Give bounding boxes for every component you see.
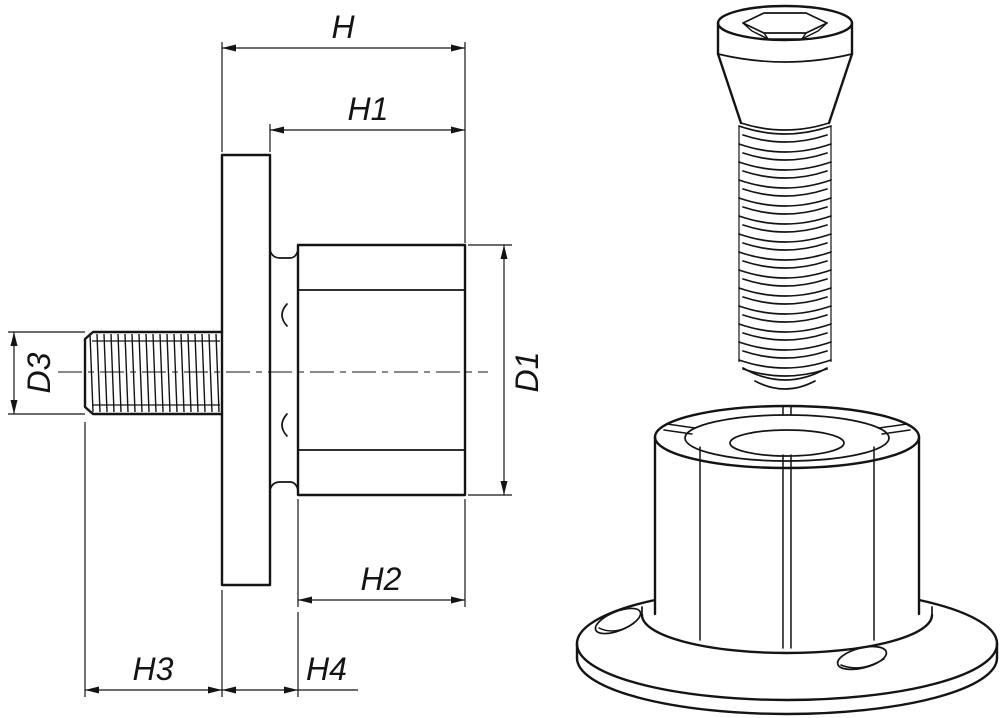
- dim-label-h: H: [331, 9, 355, 45]
- collet-slits: [663, 405, 911, 649]
- dim-label-d3: D3: [21, 352, 57, 393]
- thread-turn: [738, 269, 832, 287]
- thread-turn: [738, 233, 832, 251]
- dim-label-h4: H4: [306, 651, 347, 687]
- mounting-slot-right-depth: [840, 658, 885, 669]
- undercut-notch-lower: [281, 413, 288, 437]
- body-outline: [296, 243, 467, 497]
- dim-label-d1: D1: [509, 352, 545, 393]
- cone-edge-right: [827, 52, 854, 125]
- dim-label-h1: H1: [348, 91, 389, 127]
- thread-turn: [738, 125, 832, 143]
- orthographic-view: H H1 D1 D3 H2: [8, 9, 545, 697]
- flange-top-arc-left: [575, 598, 657, 646]
- head-cone-arc: [717, 53, 853, 63]
- dim-label-h3: H3: [133, 651, 174, 687]
- slit-right-back: [878, 423, 911, 435]
- mounting-slot-right: [836, 645, 888, 671]
- flange-bottom-arc: [575, 656, 999, 716]
- stud-outline: [83, 330, 224, 416]
- neck-groove-top: [269, 249, 299, 259]
- threaded-stud: [83, 330, 224, 416]
- slit-back: [782, 405, 792, 416]
- dim-d1: D1: [468, 244, 545, 496]
- dim-h4: H4: [222, 612, 358, 697]
- mounting-slot-left-depth: [598, 622, 635, 632]
- isometric-view: [575, 4, 999, 716]
- thread-turns: [738, 125, 832, 390]
- thread-turn: [738, 161, 832, 179]
- hex-socket: [742, 12, 828, 34]
- flange-top-arc-right: [917, 598, 999, 646]
- flange-plate: [220, 153, 272, 587]
- thread-turn: [738, 179, 832, 197]
- thread-turn: [738, 251, 832, 269]
- flange-front-arc: [575, 642, 999, 702]
- thread-start-arc: [740, 122, 830, 131]
- dim-h2: H2: [297, 499, 466, 607]
- dim-h3: H3: [84, 422, 223, 697]
- screw: [716, 4, 854, 390]
- thread-turn: [738, 215, 832, 233]
- thread-turn: [738, 341, 832, 359]
- collet-bore-hole: [729, 429, 845, 457]
- collet-top-rim: [684, 414, 890, 462]
- body-cylinder: [269, 243, 467, 497]
- cone-edge-left: [716, 52, 743, 125]
- neck-groove-bottom: [269, 481, 299, 491]
- slit-front: [782, 454, 792, 649]
- dim-h: H: [221, 9, 466, 243]
- thread-turn: [738, 197, 832, 215]
- flange-base: [575, 598, 999, 716]
- dim-label-h2: H2: [361, 561, 402, 597]
- thread-turn: [738, 323, 832, 341]
- boss-front-arc: [640, 613, 934, 655]
- hex-socket-depth: [742, 22, 828, 40]
- undercut-notch-upper: [281, 303, 288, 327]
- screw-tip-cap: [754, 380, 816, 390]
- dim-h1: H1: [269, 91, 465, 152]
- thread-turn: [738, 287, 832, 305]
- thread-turn: [738, 143, 832, 161]
- screw-head-top: [716, 4, 854, 42]
- thread-hatching: [88, 334, 222, 412]
- screw-tip-arc: [742, 367, 828, 381]
- mounting-slot-left: [594, 607, 642, 635]
- slit-left-back: [663, 423, 696, 435]
- thread-turn: [738, 305, 832, 323]
- collet-sleeve: [640, 404, 934, 655]
- dim-d3: D3: [8, 331, 85, 415]
